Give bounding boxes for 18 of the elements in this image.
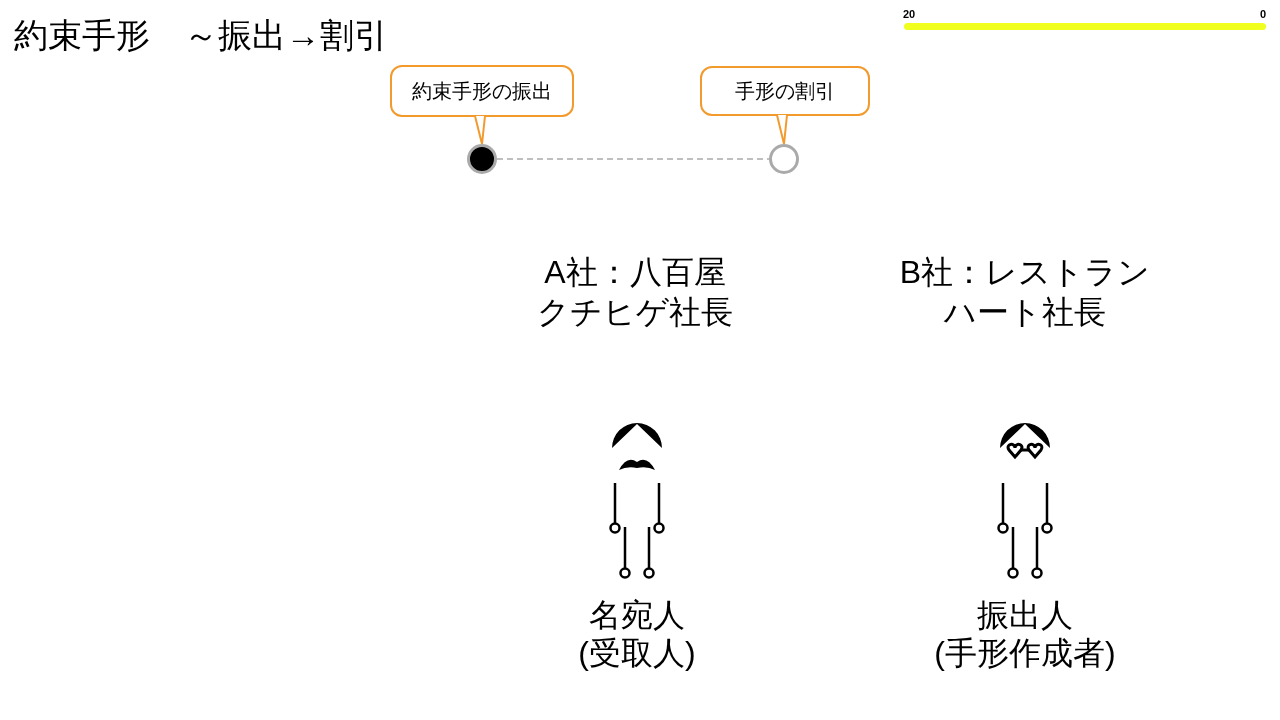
- callout-tail: [474, 115, 486, 145]
- person-label: 名宛人: [589, 596, 685, 635]
- dashed-line: [496, 158, 770, 160]
- scale-number: 20: [903, 8, 916, 22]
- callout-text: 約束手形の振出: [412, 79, 552, 104]
- callout-tail: [776, 114, 788, 145]
- person-label: (手形作成者): [934, 634, 1116, 673]
- person-label: B社：レストラン: [899, 253, 1151, 292]
- person-label: A社：八百屋: [544, 253, 726, 292]
- title: 約束手形 ～振出→割引: [14, 15, 388, 56]
- callout-bubble: [390, 65, 574, 117]
- person-label: (受取人): [578, 634, 696, 673]
- callout-bubble: [700, 66, 870, 116]
- callout-text: 手形の割引: [735, 79, 835, 104]
- person-label: ハート社長: [944, 293, 1106, 332]
- person-label: クチヒゲ社長: [537, 293, 733, 332]
- scale-number: 0: [1260, 8, 1267, 22]
- person-label: 振出人: [977, 596, 1073, 635]
